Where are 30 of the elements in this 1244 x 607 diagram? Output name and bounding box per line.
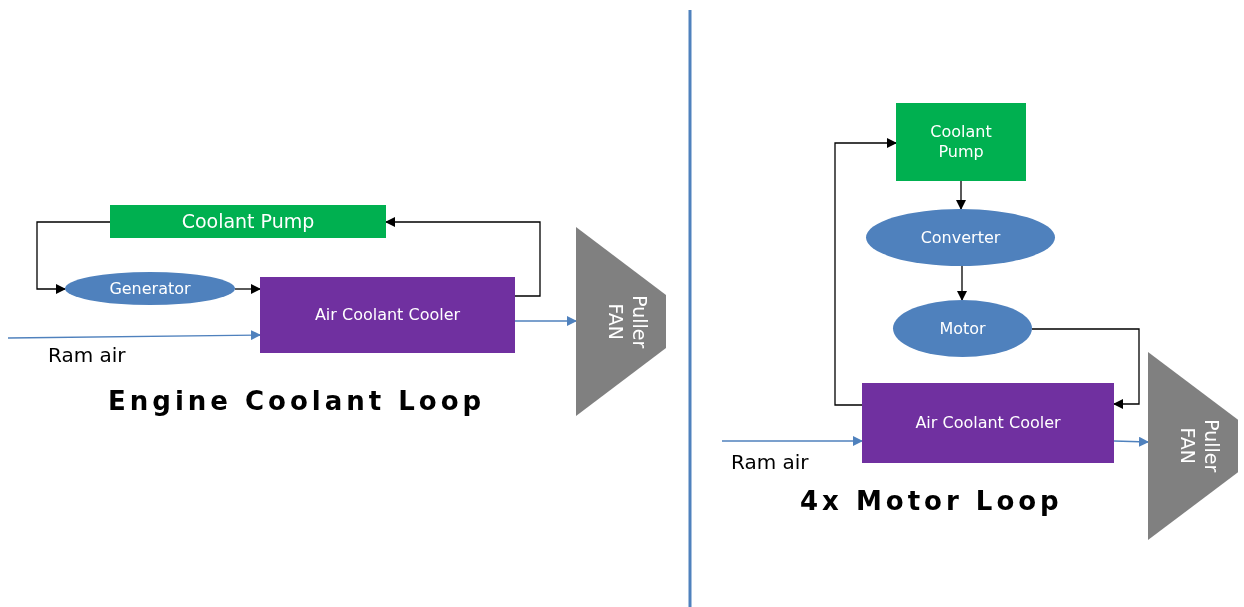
process-box [260,277,515,353]
node-label: Puller FAN [1176,418,1223,475]
arrow [834,138,897,406]
flow-label: Ram air [731,450,809,474]
section-title: 4x Motor Loop [800,486,1063,516]
arrow [956,180,966,210]
node-label: Coolant Pump [181,209,315,234]
process-box [110,205,386,238]
node-label: Converter [920,227,1001,248]
arrow [957,265,967,301]
section-title: Engine Coolant Loop [108,386,486,416]
arrow [514,316,577,326]
node-label: Coolant Pump [929,122,993,162]
node-label: Puller FAN [604,293,651,351]
flow-label: Ram air [48,343,126,367]
arrow [1031,328,1140,409]
fan-shape [576,227,666,416]
node-label: Motor [939,318,986,339]
node-label: Air Coolant Cooler [915,413,1061,433]
fan-shape [1148,352,1238,540]
arrow [721,436,863,446]
arrow [7,330,261,341]
arrow [36,221,111,294]
node-label: Air Coolant Cooler [314,305,461,325]
process-box [896,103,1026,181]
node-label: Generator [109,278,191,299]
process-box [862,383,1114,463]
arrow [385,217,541,297]
arrow [234,284,261,294]
arrow [1113,436,1149,447]
